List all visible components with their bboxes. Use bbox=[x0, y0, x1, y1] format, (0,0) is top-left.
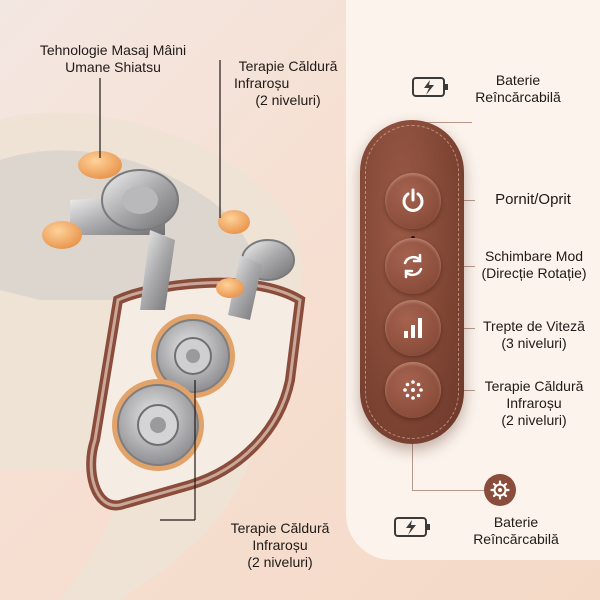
power-icon bbox=[402, 188, 424, 212]
label-heat-right: Terapie Căldură Infraroșu (2 niveluri) bbox=[484, 378, 584, 428]
label-heat-bottom: Terapie Căldură Infraroșu (2 niveluri) bbox=[230, 520, 330, 570]
label-shiatsu: Tehnologie Masaj Mâini Umane Shiatsu bbox=[39, 42, 187, 75]
power-button[interactable] bbox=[385, 173, 441, 229]
label-battery-top: Baterie Reîncărcabilă bbox=[475, 72, 561, 105]
label-power: Pornit/Oprit bbox=[495, 191, 571, 208]
battery-charging-icon bbox=[394, 517, 430, 537]
label-battery-bottom: Baterie Reîncărcabilă bbox=[473, 514, 559, 547]
label-heat-top: Terapie Căldură Infraroșu (2 niveluri) bbox=[234, 58, 338, 108]
heat-button[interactable] bbox=[385, 362, 441, 418]
battery-charging-icon bbox=[412, 77, 448, 97]
connector-battery-top-h bbox=[412, 122, 472, 123]
signal-bars-icon bbox=[404, 318, 422, 338]
heat-dots-icon bbox=[403, 380, 423, 400]
mode-button[interactable] bbox=[385, 238, 441, 294]
settings-badge bbox=[484, 474, 516, 506]
speed-button[interactable] bbox=[385, 300, 441, 356]
gear-icon bbox=[490, 480, 510, 500]
rotate-icon bbox=[403, 253, 423, 279]
label-speed: Trepte de Viteză (3 niveluri) bbox=[483, 318, 585, 351]
label-mode: Schimbare Mod (Direcție Rotație) bbox=[481, 248, 587, 281]
connector-battery-bottom-h bbox=[412, 490, 484, 491]
connector-battery-bottom bbox=[412, 444, 413, 490]
